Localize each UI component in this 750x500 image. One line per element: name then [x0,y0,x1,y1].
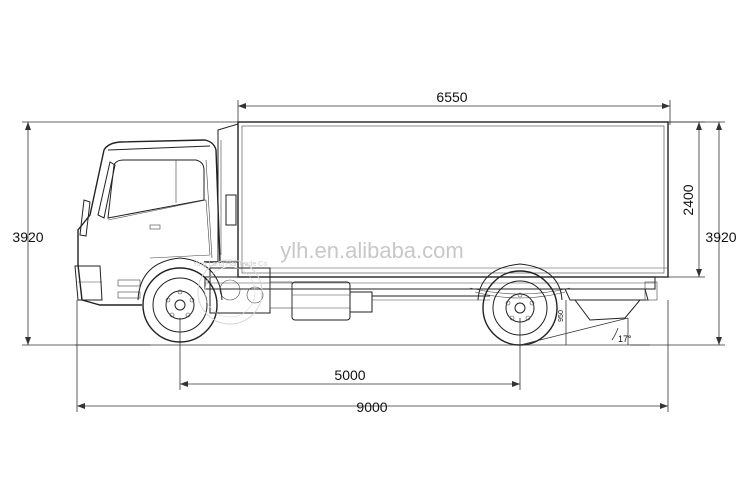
box-height-label: 2400 [680,184,696,215]
height-right-label: 3920 [705,229,736,245]
dimension-wheelbase: 5000 [179,318,521,390]
departure-angle-marker: 17° [519,317,632,346]
overall-length-label: 9000 [356,399,387,415]
watermark-text: ylh.en.alibaba.com [280,238,463,263]
watermark-seal: Ying Long Hai Trade Co [193,259,268,325]
front-wheel [137,257,223,343]
dimension-box-length: 6550 [237,89,671,125]
rear-height-marker: 950 [558,300,567,345]
dimension-overall-length: 9000 [76,300,669,415]
dimension-box-height: 2400 [668,121,705,278]
dimension-height-left: 3920 [12,121,240,346]
box-length-label: 6550 [436,89,467,105]
watermark-seal-text: Ying Long Hai Trade Co [193,261,268,268]
wheelbase-label: 5000 [334,367,365,383]
truck-cab [74,139,221,306]
departure-angle-label: 17° [618,334,632,344]
rear-height-label: 950 [558,310,565,322]
front-box-unit [217,123,239,263]
height-left-label: 3920 [12,229,43,245]
chassis-frame [204,267,658,321]
dimension-height-right: 3920 [630,121,737,346]
